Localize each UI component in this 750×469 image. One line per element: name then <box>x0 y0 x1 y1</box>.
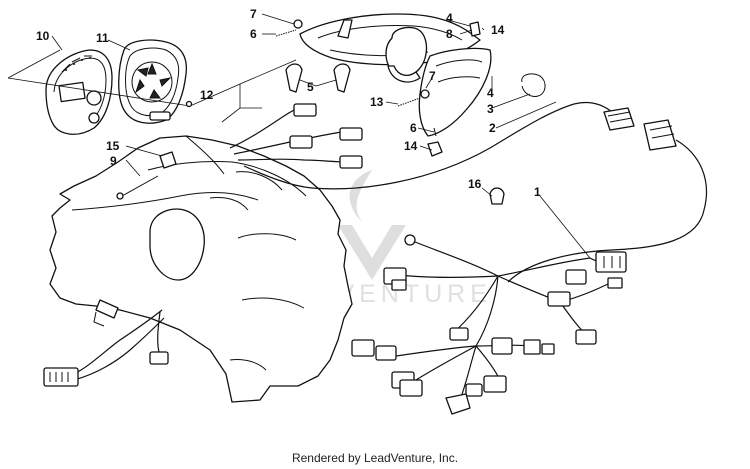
upper-pigtails <box>229 101 613 190</box>
clip-15 <box>159 151 177 169</box>
callout-5: 5 <box>307 80 314 94</box>
front-cowl <box>49 135 353 403</box>
clip-14-top <box>469 21 481 37</box>
callout-14-top: 14 <box>491 23 505 37</box>
instrument-cluster <box>45 49 113 135</box>
main-harness-1 <box>389 234 613 401</box>
callout-4-top: 4 <box>446 11 453 25</box>
harness-connectors <box>351 251 627 415</box>
retaining-ring-3 <box>521 73 546 97</box>
callout-7-lower: 7 <box>429 69 436 83</box>
callout-1: 1 <box>534 185 541 199</box>
callout-3: 3 <box>487 102 494 116</box>
cluster-housing <box>118 39 188 124</box>
bulb-socket-16 <box>489 187 505 205</box>
adjuster-5-left <box>285 63 303 93</box>
callout-13: 13 <box>370 95 384 109</box>
callout-6-top: 6 <box>250 27 257 41</box>
spring-13 <box>397 97 421 107</box>
callout-11: 11 <box>96 31 109 45</box>
callout-8: 8 <box>446 27 453 41</box>
lamp-lens <box>418 47 492 137</box>
clip-14-lower <box>427 141 443 157</box>
footer-credit: Rendered by LeadVenture, Inc. <box>291 451 459 465</box>
callout-7-top: 7 <box>250 7 257 21</box>
callout-16: 16 <box>468 177 482 191</box>
spring-6-lower <box>433 127 437 137</box>
spring-6-top <box>275 29 297 37</box>
callout-10: 10 <box>36 29 50 43</box>
screw-9 <box>116 175 159 200</box>
callout-15: 15 <box>106 139 120 153</box>
adjuster-5-right <box>333 63 351 93</box>
screw-12 <box>185 100 193 108</box>
adapter-harness-2 <box>507 107 708 283</box>
headlight-bulb-housing <box>385 26 428 83</box>
callout-14-lower: 14 <box>404 139 418 153</box>
callout-labels: 10 11 12 7 6 4 8 14 5 7 13 4 3 2 6 14 16… <box>36 7 541 199</box>
callout-9: 9 <box>110 154 117 168</box>
nut-7-lower <box>420 89 430 99</box>
callout-6-lower: 6 <box>410 121 417 135</box>
callout-12: 12 <box>200 88 214 102</box>
callout-4-lower: 4 <box>487 86 494 100</box>
cowl-harness <box>43 299 169 387</box>
callout-2: 2 <box>489 121 496 135</box>
leader-lines <box>51 13 591 259</box>
nut-7-top <box>293 19 303 29</box>
